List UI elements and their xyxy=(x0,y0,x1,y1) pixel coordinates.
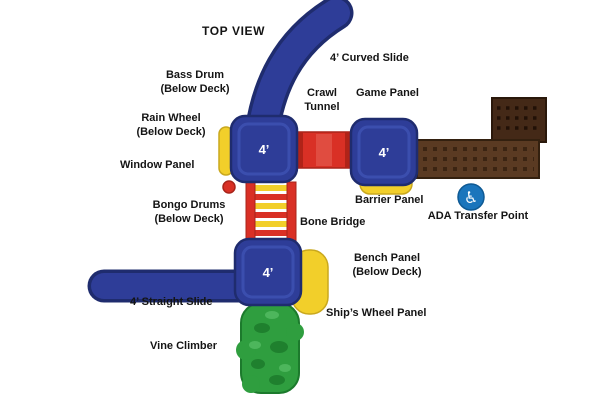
bridge-rung xyxy=(255,194,287,200)
vine-leaf xyxy=(269,375,285,385)
transfer-step-block xyxy=(491,97,547,143)
label-bass-drum: Bass Drum (Below Deck) xyxy=(160,69,230,95)
label-vine-climber: Vine Climber xyxy=(150,340,218,352)
bridge-rail-right xyxy=(286,181,297,245)
vine-bump xyxy=(242,375,260,393)
bridge-rung xyxy=(255,203,287,209)
bridge-rung xyxy=(255,185,287,191)
deck-surface xyxy=(229,114,299,184)
deck-upper-right: 4’ xyxy=(349,117,419,187)
vine-bump xyxy=(286,323,304,341)
vine-leaf xyxy=(265,311,279,319)
ramp-texture xyxy=(423,147,534,171)
label-bone-bridge: Bone Bridge xyxy=(300,216,366,228)
deck-height-label: 4’ xyxy=(263,265,274,280)
vine-leaf xyxy=(249,341,261,349)
label-straight-slide: 4’ Straight Slide xyxy=(130,296,213,308)
transfer-ramp-shape xyxy=(416,97,547,179)
ada-icon-circle xyxy=(457,183,485,211)
label-curved-slide: 4’ Curved Slide xyxy=(330,52,409,64)
label-bench-panel: Bench Panel (Below Deck) xyxy=(352,252,422,278)
label-barrier-panel: Barrier Panel xyxy=(355,194,424,206)
ada-transfer-icon-group: ♿ xyxy=(457,183,485,211)
deck-lower: 4’ xyxy=(233,237,303,307)
step-texture xyxy=(497,106,541,130)
bridge-rung xyxy=(255,212,287,218)
label-game-panel: Game Panel xyxy=(356,87,419,99)
label-rain-wheel: Rain Wheel (Below Deck) xyxy=(136,112,206,138)
bridge-rung xyxy=(255,221,287,227)
vine-climber-shape xyxy=(236,302,304,394)
vine-leaf xyxy=(251,359,265,369)
deck-texture xyxy=(357,125,411,179)
rain-wheel-shape xyxy=(222,180,236,194)
deck-height-label: 4’ xyxy=(379,145,390,160)
deck-texture xyxy=(237,122,291,176)
tunnel-band xyxy=(345,132,354,168)
deck-texture xyxy=(241,245,295,299)
crawl-tunnel-shape xyxy=(293,131,355,169)
diagram-title: TOP VIEW xyxy=(202,24,266,38)
deck-surface xyxy=(349,117,419,187)
bone-bridge-shape xyxy=(245,181,297,245)
bridge-rail-left xyxy=(245,181,256,245)
deck-upper-left: 4’ xyxy=(229,114,299,184)
vine-leaf xyxy=(270,341,288,353)
label-window-panel: Window Panel xyxy=(120,159,195,171)
tunnel-band xyxy=(316,134,332,166)
vine-leaf xyxy=(279,364,291,372)
tunnel-band xyxy=(294,132,303,168)
label-bongo-drums: Bongo Drums (Below Deck) xyxy=(152,199,226,225)
deck-height-label: 4’ xyxy=(259,142,270,157)
transfer-ramp-bar xyxy=(416,139,540,179)
deck-surface xyxy=(233,237,303,307)
ada-wheelchair-icon: ♿ xyxy=(464,188,478,207)
vine-leaf xyxy=(254,323,270,333)
label-ada-transfer-point: ADA Transfer Point xyxy=(427,210,529,222)
bridge-rung xyxy=(255,230,287,236)
label-crawl-tunnel: Crawl Tunnel xyxy=(304,87,340,113)
label-ships-wheel-panel: Ship’s Wheel Panel xyxy=(326,307,427,319)
